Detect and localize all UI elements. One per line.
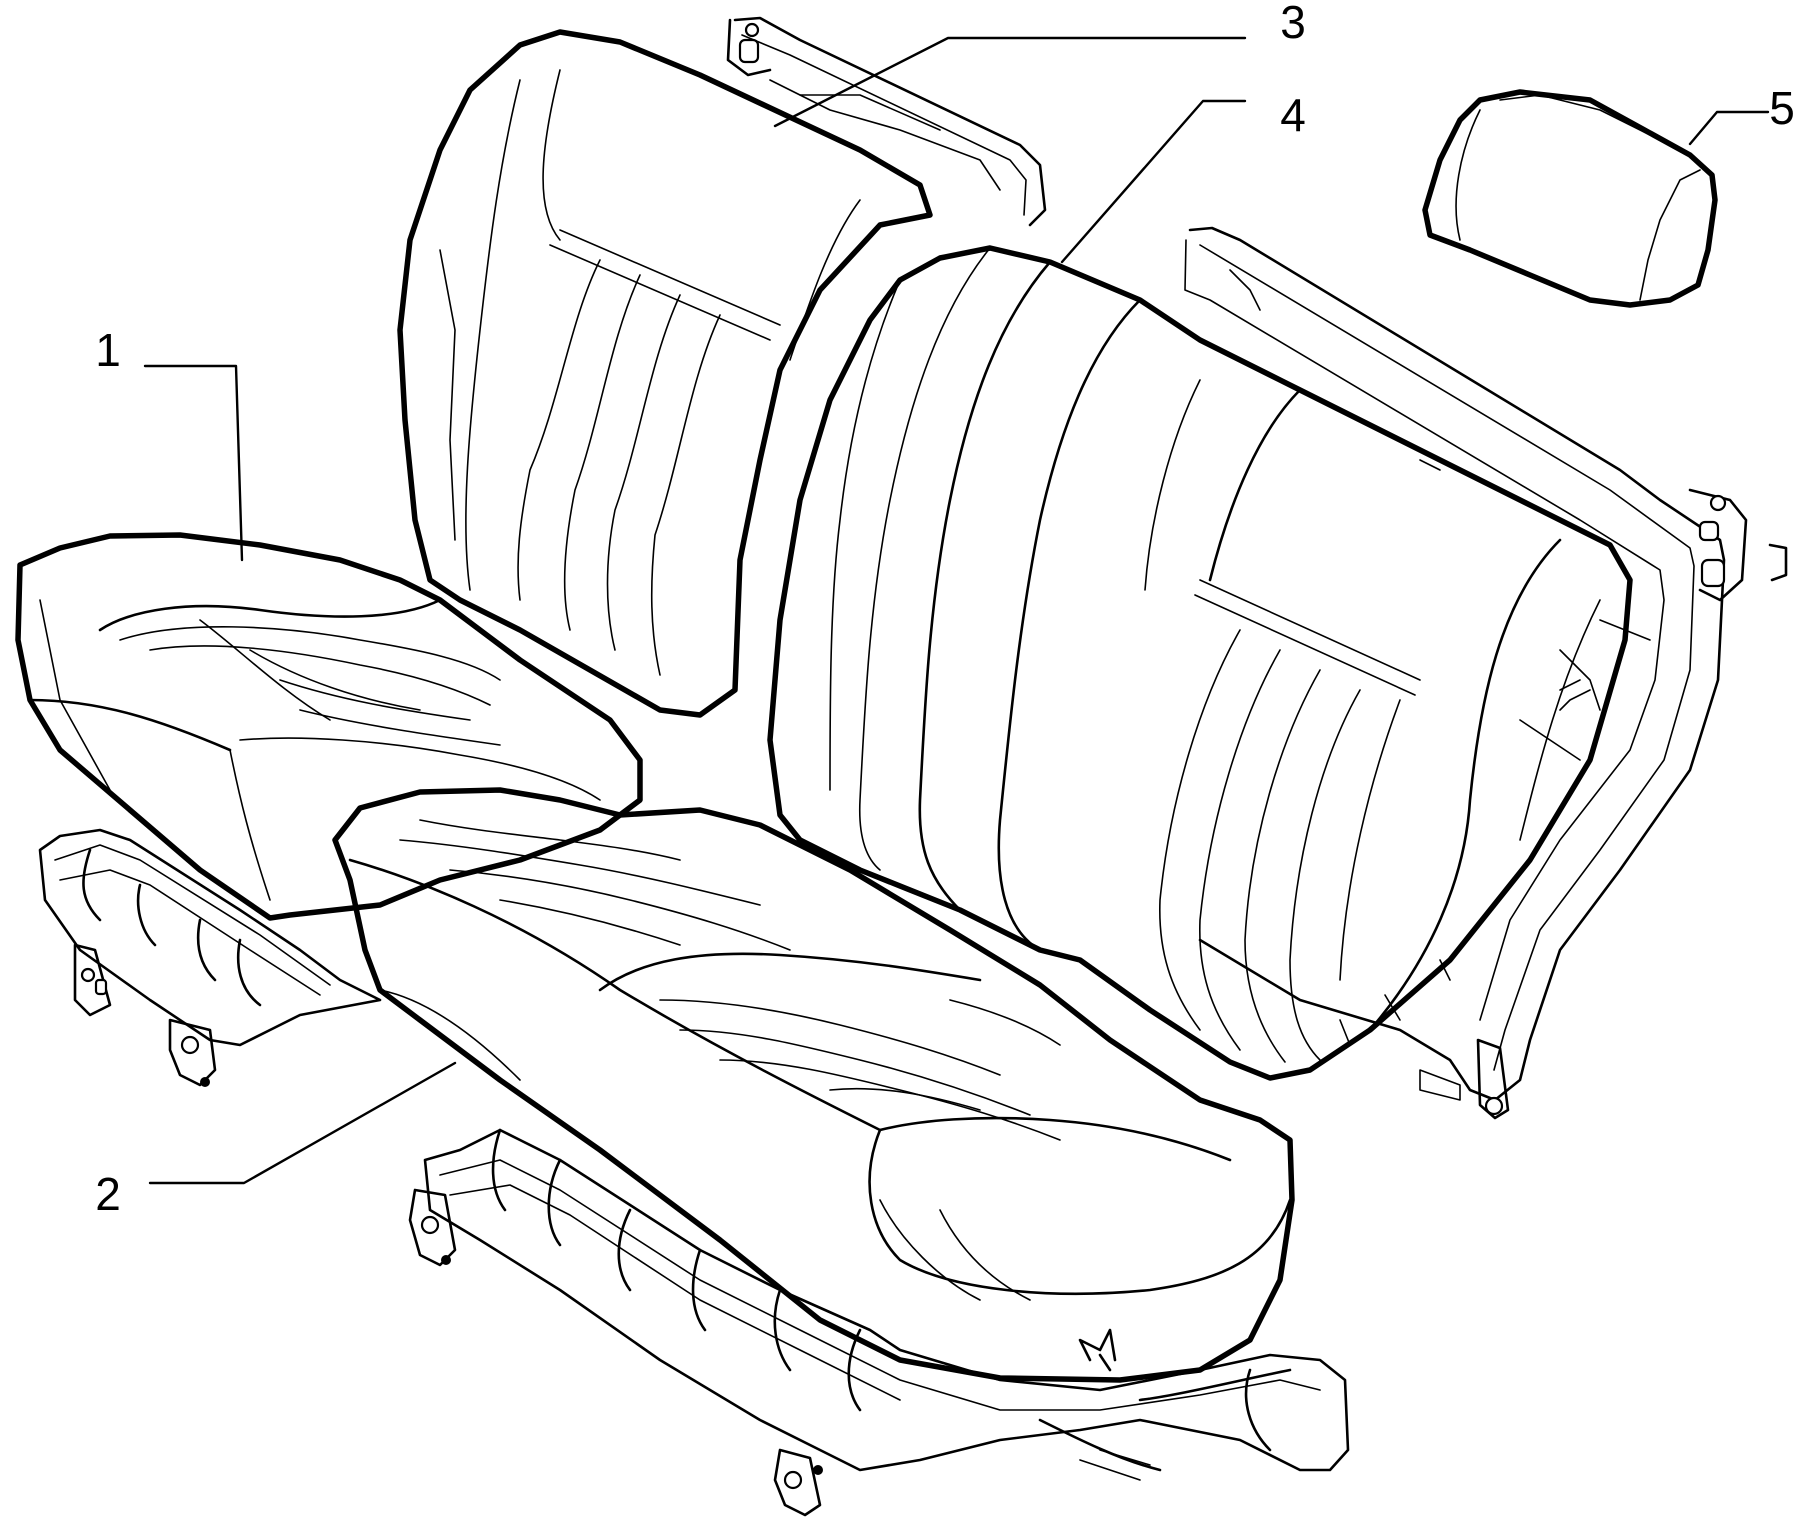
leader-line-4 (1060, 99, 1247, 264)
callout-4: 4 (1280, 89, 1306, 141)
callout-2: 2 (95, 1168, 121, 1220)
right-seat-frame (408, 1128, 1350, 1517)
callout-labels: 1 2 3 4 5 (95, 0, 1795, 1220)
left-seat-frame (38, 828, 382, 1087)
part-3-left-backrest (397, 29, 933, 718)
leader-line-5 (1688, 110, 1770, 146)
leader-lines (143, 36, 1770, 1185)
leader-line-3 (773, 36, 1247, 128)
backrest-frame-left (726, 16, 1047, 227)
part-1-left-seat-cushion (15, 532, 643, 921)
callout-5: 5 (1769, 82, 1795, 134)
part-4-right-backrest (767, 245, 1633, 1081)
leader-line-1 (143, 364, 244, 562)
callout-1: 1 (95, 324, 121, 376)
callout-3: 3 (1280, 0, 1306, 48)
backrest-frame-right (1184, 226, 1788, 1120)
part-5-headrest (1422, 89, 1718, 308)
part-2-right-seat-cushion (332, 787, 1295, 1383)
leader-line-2 (148, 1061, 457, 1185)
